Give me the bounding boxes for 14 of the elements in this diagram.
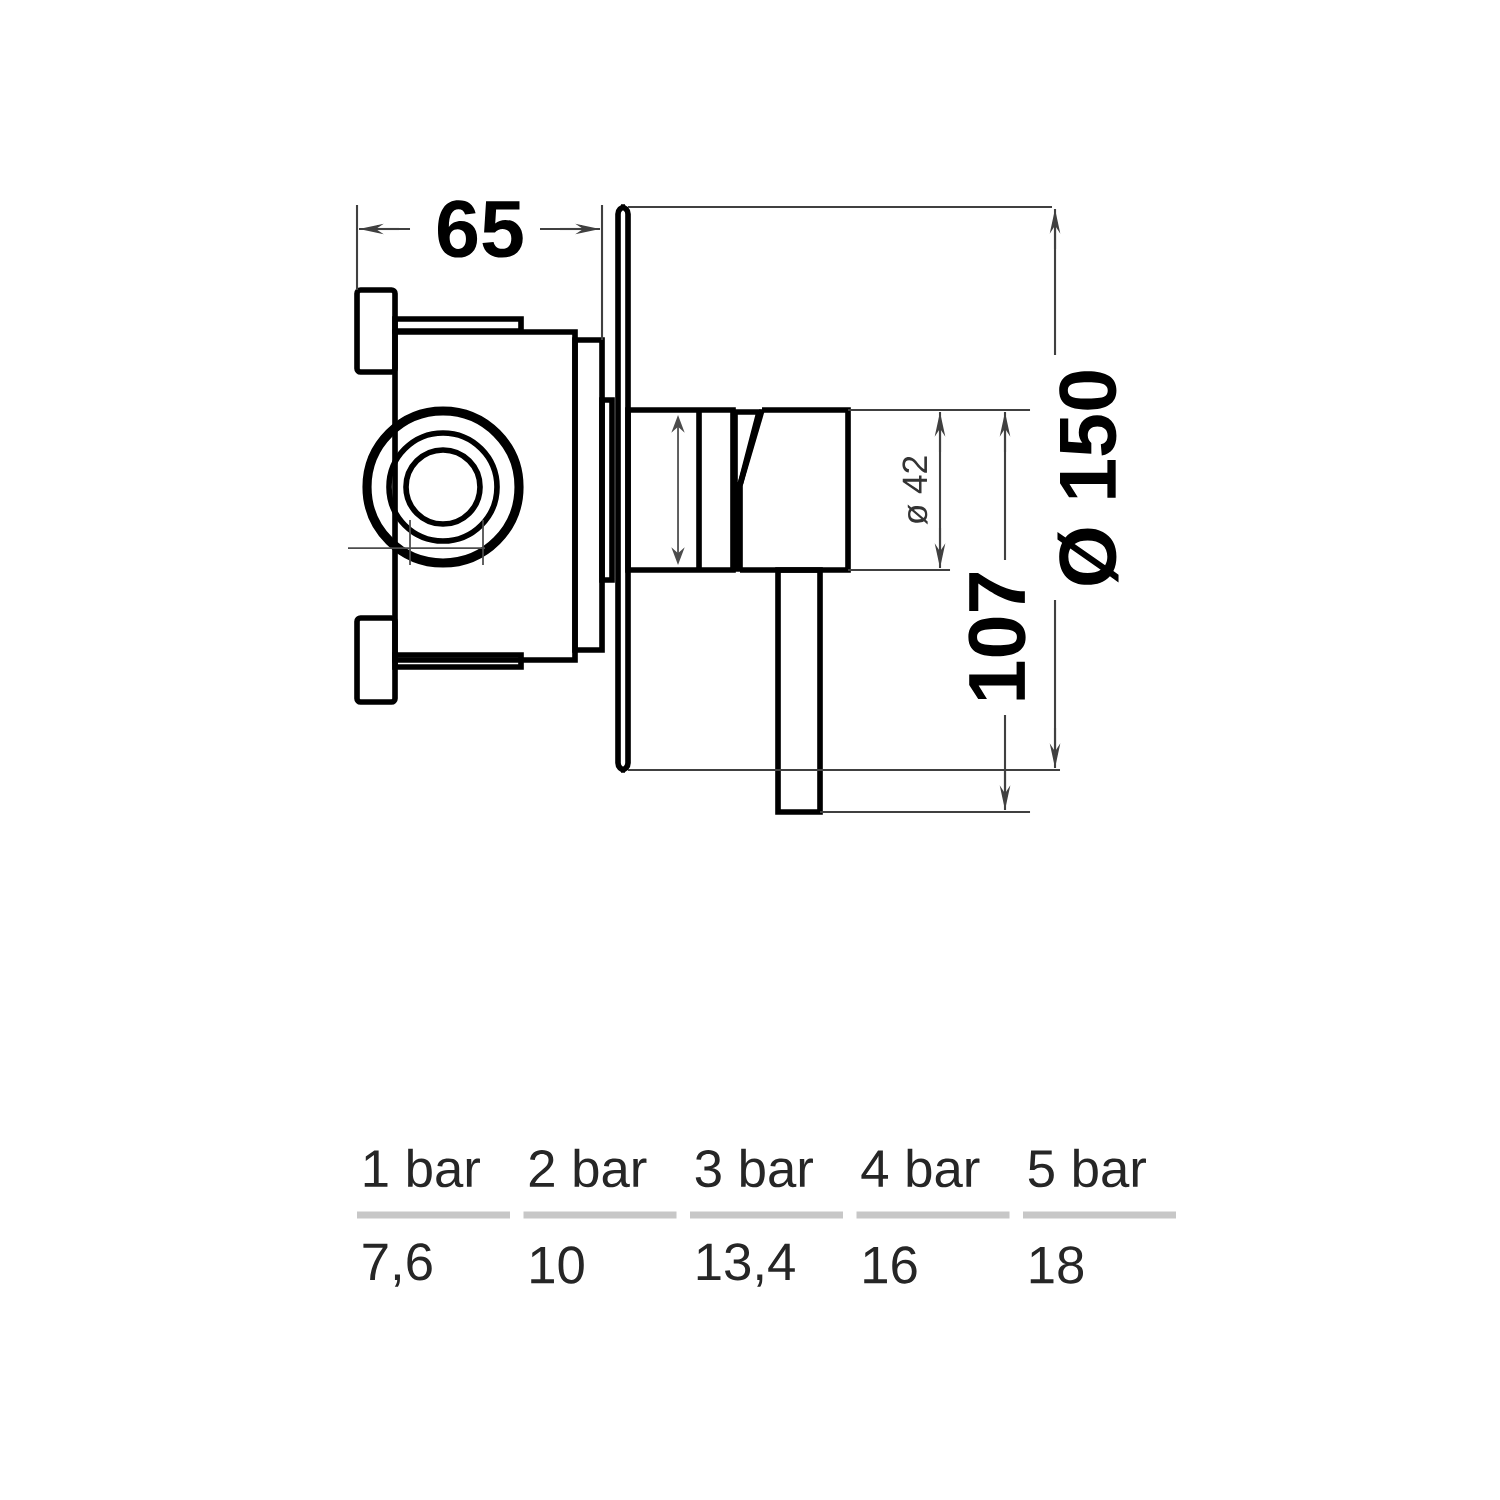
value-text: 16 [864,1246,917,1284]
value-text: 7,6 [363,1243,432,1287]
header-text: 1 bar [364,1148,480,1188]
header-text: 3 bar [695,1148,813,1188]
value-text: 10 [531,1246,584,1284]
dimension-label: 107 [968,573,1026,700]
header-text: 5 bar [1028,1148,1146,1188]
value-text: 13,4 [697,1243,795,1287]
value-text: 18 [1030,1246,1084,1284]
dimension-label: ø 42 [902,456,928,525]
dimension-label: 65 [438,200,523,258]
dimension-label: Ø 150 [1057,371,1119,585]
header-text: 4 bar [861,1148,980,1188]
header-text: 2 bar [529,1148,647,1188]
